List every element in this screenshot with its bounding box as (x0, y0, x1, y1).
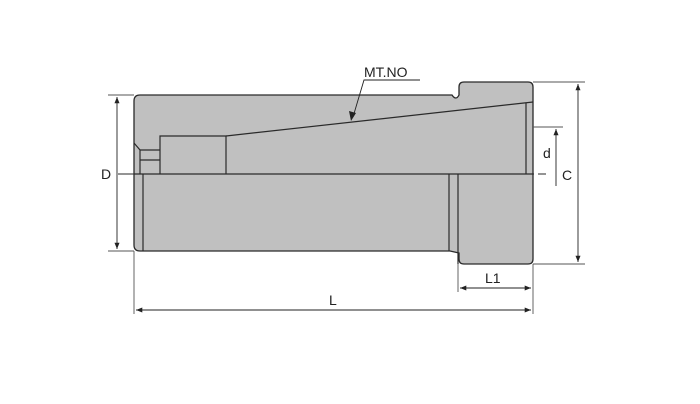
label-L: L (329, 292, 337, 308)
sleeve-body (133, 81, 534, 265)
label-d: d (543, 145, 551, 161)
dimensions (108, 79, 585, 314)
label-C: C (562, 167, 572, 183)
label-L1: L1 (485, 270, 501, 286)
label-mt-no: MT.NO (364, 64, 408, 80)
leader-arrowhead (349, 111, 356, 121)
label-D: D (101, 166, 111, 182)
